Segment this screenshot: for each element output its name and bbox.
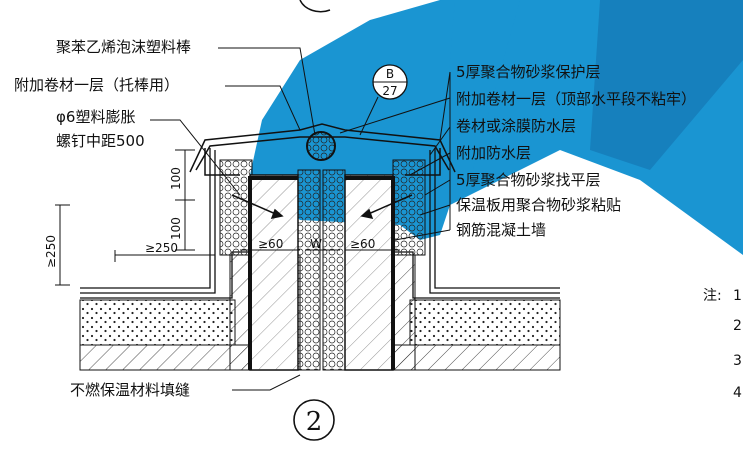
label-waterproof-layer: 卷材或涂膜防水层: [456, 117, 576, 135]
note-number-4: 4: [733, 385, 742, 401]
ref-sheet: 27: [382, 84, 397, 98]
wall-edges: [248, 176, 395, 370]
label-foam-rod: 聚苯乙烯泡沫塑料棒: [56, 38, 191, 56]
membrane-lines: [80, 148, 560, 299]
note-number-3: 3: [733, 353, 742, 369]
expansion-screws: [231, 194, 413, 220]
insulation-layer-right: [409, 299, 561, 346]
ref-letter: B: [386, 67, 394, 81]
label-extra-membrane-top: 附加卷材一层（顶部水平段不粘牢）: [456, 90, 696, 108]
dimension-lines: [55, 149, 400, 286]
detail-number-bubble: 2: [293, 399, 335, 441]
label-insulation-board: 保温板用聚合物砂浆粘贴: [456, 196, 621, 214]
label-leveling-mortar: 5厚聚合物砂浆找平层: [456, 171, 601, 189]
label-plastic-anchor: φ6塑料膨胀: [56, 108, 135, 126]
dim-250-horizontal: ≥250: [145, 241, 178, 255]
detail-number: 2: [306, 407, 323, 437]
label-screw-spacing: 螺钉中距500: [56, 132, 145, 150]
dim-100-lower: 100: [169, 217, 183, 240]
leader-lines: [150, 47, 451, 391]
foam-rod: [306, 131, 336, 161]
section-reference-bubble: B 27: [359, 64, 408, 136]
dim-w: W: [310, 237, 322, 251]
dim-100-upper: 100: [169, 167, 183, 190]
note-number-1: 1: [733, 288, 742, 304]
insulation-layer-left: [79, 299, 236, 346]
label-protection-mortar: 5厚聚合物砂浆保护层: [456, 63, 601, 81]
label-extra-membrane-rod: 附加卷材一层（托棒用）: [14, 76, 179, 94]
notes-prefix: 注:: [703, 288, 722, 304]
note-number-2: 2: [733, 318, 742, 334]
parapet-wall-left: [219, 159, 321, 371]
parapet-wall-right: [322, 159, 426, 371]
label-joint-filler: 不燃保温材料填缝: [70, 381, 190, 399]
label-concrete-wall: 钢筋混凝土墙: [456, 221, 546, 239]
label-additional-waterproof: 附加防水层: [456, 144, 531, 162]
dim-250-vertical: ≥250: [44, 235, 58, 268]
top-circle-fragment: [299, 0, 331, 13]
dim-60-left: ≥60: [258, 237, 283, 251]
dim-60-right: ≥60: [350, 237, 375, 251]
